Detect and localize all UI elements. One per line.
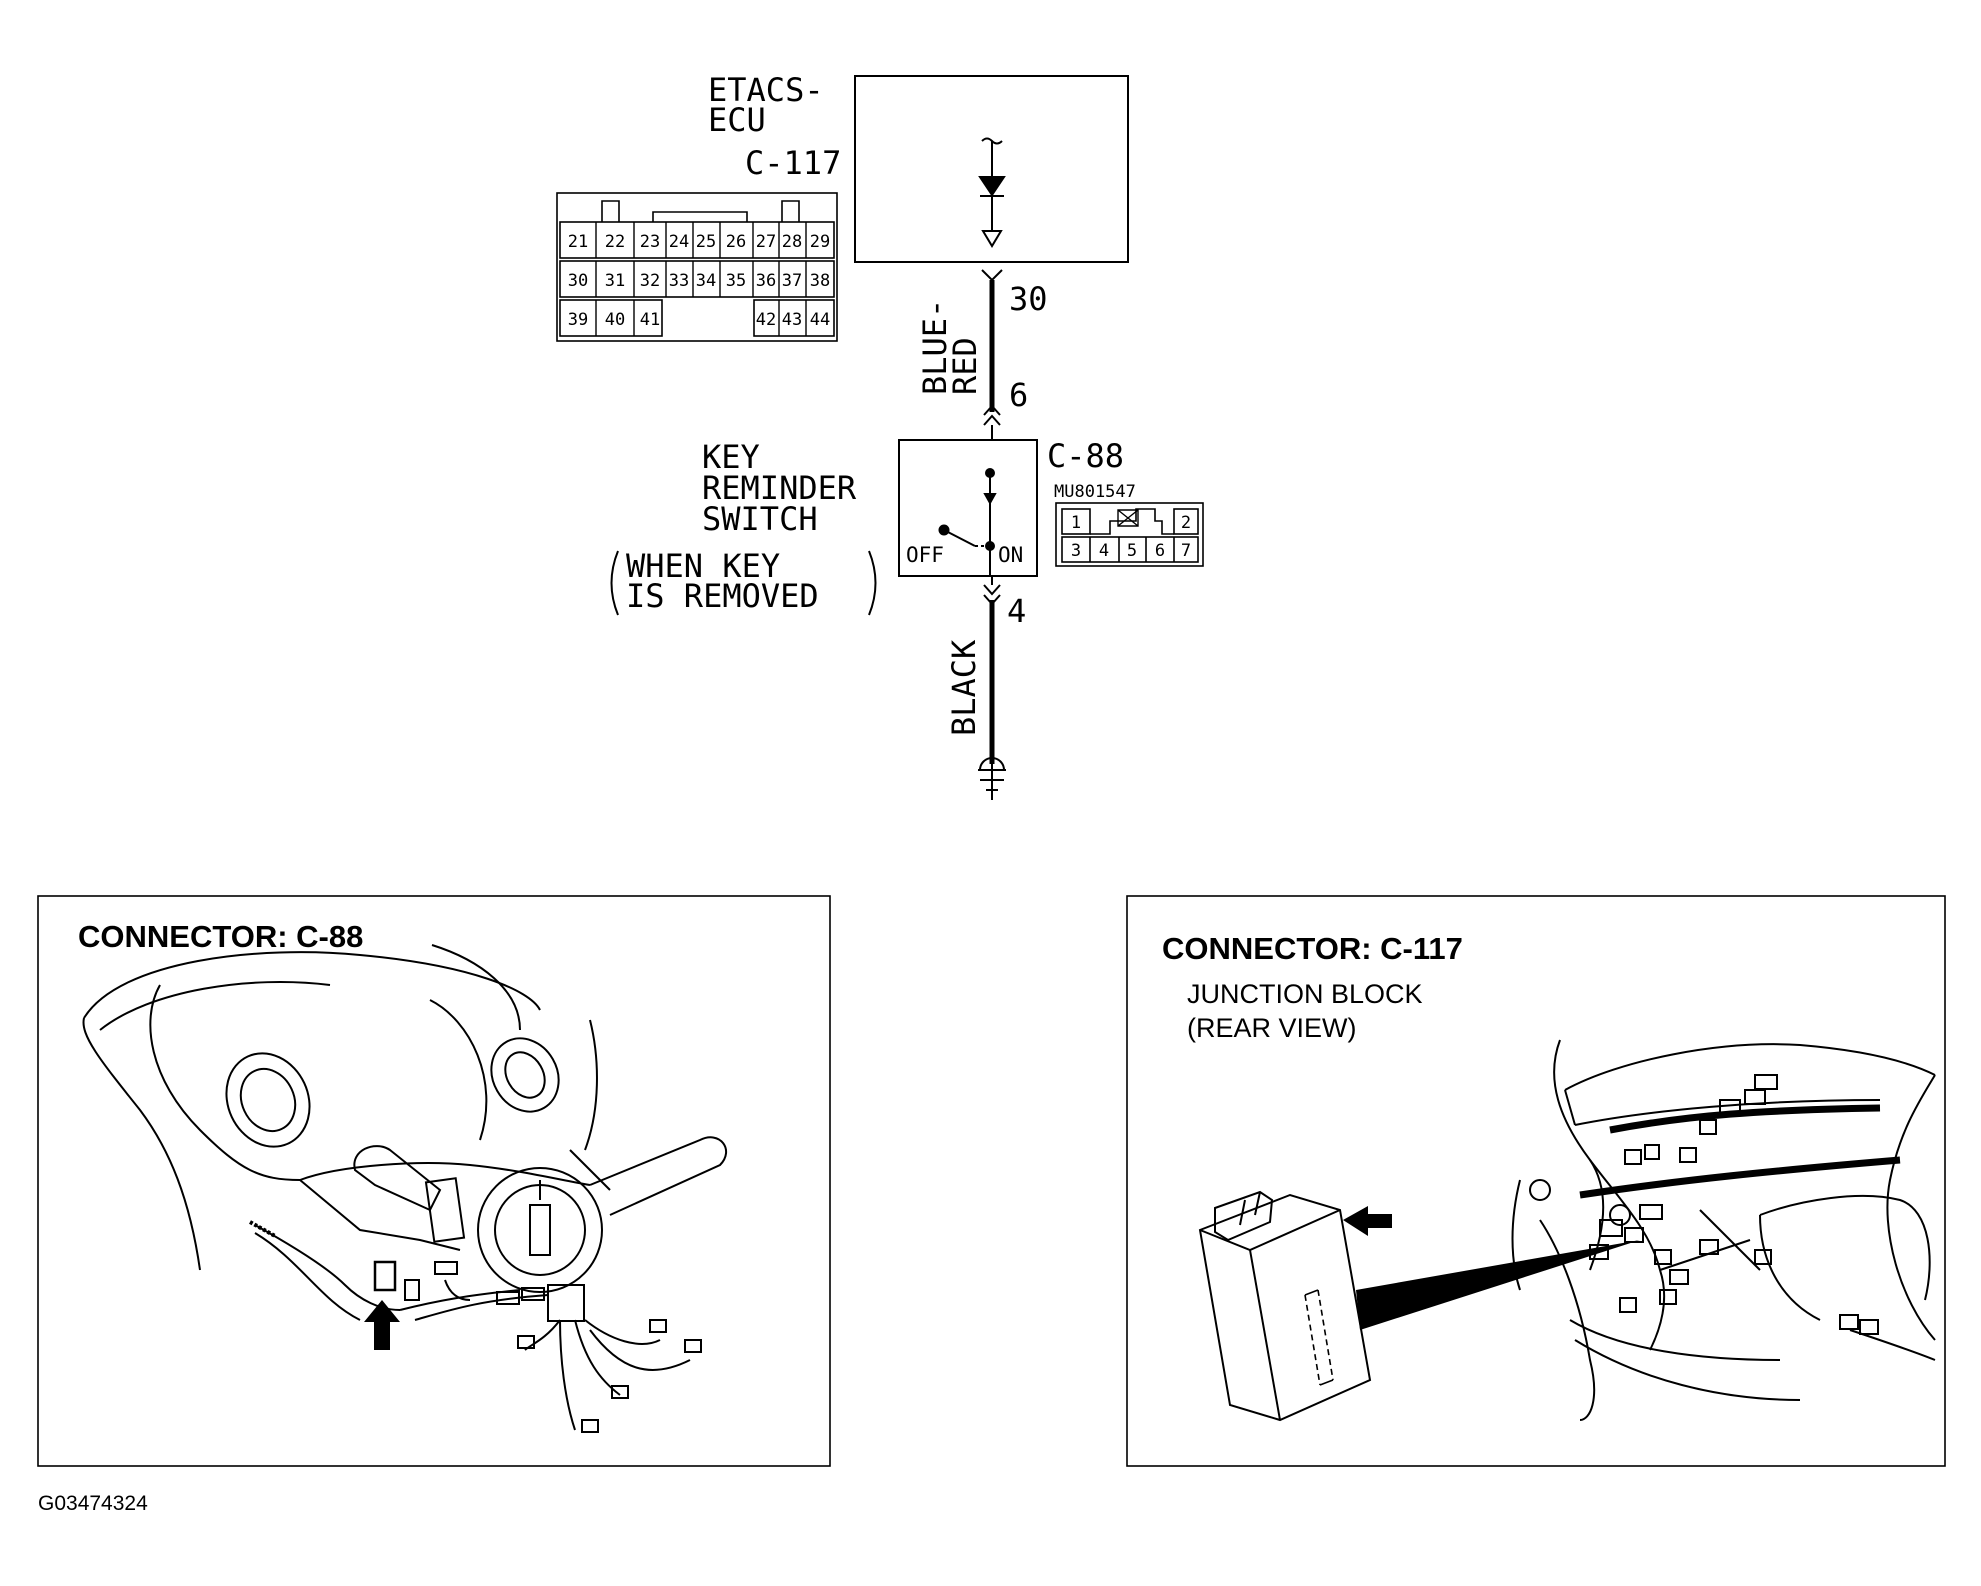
panel-c88-title: CONNECTOR: C-88 xyxy=(78,919,363,954)
pin-label: 6 xyxy=(1155,541,1165,561)
pin-30-label: 30 xyxy=(1009,280,1048,318)
pin-label: 4 xyxy=(1099,541,1109,561)
panel-c117: CONNECTOR: C-117 JUNCTION BLOCK (REAR VI… xyxy=(1126,895,1946,1467)
figure-id: G03474324 xyxy=(38,1492,148,1515)
wire-black xyxy=(983,576,1001,764)
panel-c117-subtitle-line1: JUNCTION BLOCK xyxy=(1187,979,1423,1009)
pin-label: 7 xyxy=(1181,541,1191,561)
ecu-name-line2: ECU xyxy=(708,101,766,139)
switch-name-line1: KEY xyxy=(702,438,760,476)
pin-label: 3 xyxy=(1071,541,1081,561)
keyed-pin-icon xyxy=(1117,509,1139,527)
pin-label: 31 xyxy=(605,271,625,291)
leader-wedge xyxy=(1356,1240,1640,1330)
pin-label: 27 xyxy=(756,232,776,252)
pin-label: 35 xyxy=(726,271,746,291)
condition-paren-left xyxy=(610,550,619,616)
wire-top-label-line1: BLUE- xyxy=(916,299,954,395)
pin-label: 43 xyxy=(782,310,802,330)
switch-name-line3: SWITCH xyxy=(702,500,818,538)
c88-connector-face xyxy=(1055,502,1204,567)
pin-label: 44 xyxy=(810,310,830,330)
condition-paren-right xyxy=(868,550,877,616)
wire-blue-red xyxy=(981,269,1003,440)
pin-label: 42 xyxy=(756,310,776,330)
c88-part-number: MU801547 xyxy=(1054,482,1136,502)
pin-label: 23 xyxy=(640,232,660,252)
pin-label: 24 xyxy=(669,232,689,252)
switch-contacts-icon xyxy=(938,468,997,576)
pin-label: 2 xyxy=(1181,513,1191,533)
pin-label: 26 xyxy=(726,232,746,252)
panel-c88: CONNECTOR: C-88 xyxy=(37,895,831,1467)
switch-off-label: OFF xyxy=(906,543,944,567)
pin-label: 39 xyxy=(568,310,588,330)
pin-label: 1 xyxy=(1071,513,1081,533)
pin-label: 29 xyxy=(810,232,830,252)
switch-condition-line2: IS REMOVED xyxy=(626,577,819,615)
pin-4-label: 4 xyxy=(1007,592,1026,630)
key-reminder-switch-box xyxy=(898,439,1038,577)
schematic-text: ETACS- ECU C-117 21 22 23 24 25 26 27 28… xyxy=(568,71,1191,736)
switch-name-line2: REMINDER xyxy=(702,469,857,507)
pin-label: 40 xyxy=(605,310,625,330)
pin-label: 30 xyxy=(568,271,588,291)
dashboard-illustration xyxy=(1198,1039,1936,1422)
pin-label: 5 xyxy=(1127,541,1137,561)
panel-c117-frame xyxy=(1126,895,1946,1467)
ecu-name-line1: ETACS- xyxy=(708,71,824,109)
c88-connector-label: C-88 xyxy=(1047,437,1124,475)
pin-label: 34 xyxy=(696,271,716,291)
ground-icon xyxy=(978,757,1006,800)
panel-c117-title: CONNECTOR: C-117 xyxy=(1162,931,1463,966)
pin-label: 25 xyxy=(696,232,716,252)
pin-label: 38 xyxy=(810,271,830,291)
switch-condition-line1: WHEN KEY xyxy=(626,547,780,585)
connector-pointer-arrow-icon xyxy=(364,1300,400,1350)
ecu-diode-icon xyxy=(978,137,1006,248)
wire-top-label-line2: RED xyxy=(946,337,984,395)
ecu-connector-label: C-117 xyxy=(745,144,841,182)
ecu-box xyxy=(854,75,1129,263)
panel-c117-subtitle-line2: (REAR VIEW) xyxy=(1187,1013,1357,1043)
steering-column-illustration xyxy=(82,944,727,1433)
c88-pin-numbers: 1 2 3 4 5 6 7 xyxy=(1071,513,1191,561)
pin-label: 22 xyxy=(605,232,625,252)
switch-on-label: ON xyxy=(998,543,1023,567)
c117-pin-numbers: 21 22 23 24 25 26 27 28 29 30 31 32 33 3… xyxy=(568,232,830,330)
schematic xyxy=(556,75,1204,800)
pin-label: 33 xyxy=(669,271,689,291)
pin-label: 28 xyxy=(782,232,802,252)
pin-label: 21 xyxy=(568,232,588,252)
pin-label: 32 xyxy=(640,271,660,291)
pin-label: 36 xyxy=(756,271,776,291)
pin-label: 41 xyxy=(640,310,660,330)
junction-block-arrow-icon xyxy=(1343,1206,1392,1236)
pin-6-label: 6 xyxy=(1009,376,1028,414)
panel-c88-frame xyxy=(37,895,831,1467)
pin-label: 37 xyxy=(782,271,802,291)
wire-bottom-label: BLACK xyxy=(945,639,983,736)
c117-connector-face xyxy=(556,192,838,342)
